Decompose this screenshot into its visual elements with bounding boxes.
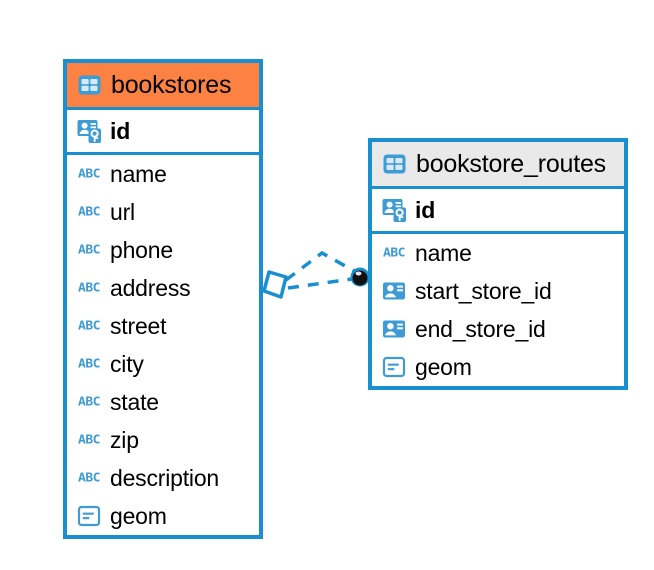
field-row-description[interactable]: ABC description <box>67 459 259 497</box>
field-row-state[interactable]: ABC state <box>67 383 259 421</box>
text-field-icon: ABC <box>78 243 100 257</box>
primary-key-icon <box>381 197 407 223</box>
field-label-name: name <box>110 160 167 187</box>
entity-header-bookstore-routes[interactable]: bookstore_routes <box>372 142 624 186</box>
text-field-icon: ABC <box>78 205 100 219</box>
field-label-geom: geom <box>110 502 167 529</box>
field-label-zip: zip <box>110 426 139 453</box>
circle-endpoint-highlight <box>355 271 362 276</box>
text-field-icon: ABC <box>78 433 100 447</box>
field-label-start-store-id: start_store_id <box>415 277 552 304</box>
primary-key-section-bookstore-routes: id <box>372 186 624 234</box>
field-row-address[interactable]: ABC address <box>67 269 259 307</box>
field-label-id: id <box>415 196 436 223</box>
geometry-field-icon <box>381 354 407 380</box>
field-label-description: description <box>110 464 220 491</box>
field-row-end-store-id[interactable]: end_store_id <box>372 310 624 348</box>
entity-title-bookstore-routes: bookstore_routes <box>416 149 606 178</box>
field-row-url[interactable]: ABC url <box>67 193 259 231</box>
foreign-key-icon <box>381 316 407 342</box>
field-label-phone: phone <box>110 236 173 263</box>
circle-endpoint-fill <box>352 270 368 286</box>
entity-table-bookstores[interactable]: bookstores id <box>63 59 263 539</box>
table-icon <box>381 151 407 177</box>
field-row-zip[interactable]: ABC zip <box>67 421 259 459</box>
field-label-id: id <box>110 117 131 144</box>
text-field-icon: ABC <box>78 395 100 409</box>
entity-table-bookstore-routes[interactable]: bookstore_routes <box>368 138 628 390</box>
field-label-city: city <box>110 350 144 377</box>
field-row-name[interactable]: ABC name <box>372 234 624 272</box>
text-field-icon: ABC <box>78 281 100 295</box>
text-field-icon: ABC <box>78 319 100 333</box>
field-label-state: state <box>110 388 159 415</box>
text-field-icon: ABC <box>78 167 100 181</box>
entity-header-bookstores[interactable]: bookstores <box>67 63 259 107</box>
relationship-line-upper <box>284 250 357 282</box>
field-row-name[interactable]: ABC name <box>67 155 259 193</box>
field-list-bookstores: ABC name ABC url ABC phone ABC <box>67 155 259 535</box>
field-label-address: address <box>110 274 191 301</box>
field-row-geom[interactable]: geom <box>372 348 624 386</box>
field-row-phone[interactable]: ABC phone <box>67 231 259 269</box>
field-label-geom: geom <box>415 353 472 380</box>
primary-key-section-bookstores: id <box>67 107 259 155</box>
field-label-street: street <box>110 312 167 339</box>
table-icon <box>76 72 102 98</box>
diamond-endpoint-icon <box>262 270 288 299</box>
geometry-field-icon <box>76 503 102 529</box>
circle-endpoint-rim <box>350 267 370 287</box>
field-row-id[interactable]: id <box>372 189 624 231</box>
field-label-name: name <box>415 239 472 266</box>
field-label-url: url <box>110 198 135 225</box>
text-field-icon: ABC <box>383 246 405 260</box>
relationship-line-lower <box>287 277 353 290</box>
field-list-bookstore-routes: ABC name start_store_id <box>372 234 624 386</box>
entity-title-bookstores: bookstores <box>111 70 232 99</box>
primary-key-icon <box>76 118 102 144</box>
field-row-geom[interactable]: geom <box>67 497 259 535</box>
field-row-street[interactable]: ABC street <box>67 307 259 345</box>
foreign-key-icon <box>381 278 407 304</box>
field-row-start-store-id[interactable]: start_store_id <box>372 272 624 310</box>
field-label-end-store-id: end_store_id <box>415 315 546 342</box>
text-field-icon: ABC <box>78 471 100 485</box>
field-row-city[interactable]: ABC city <box>67 345 259 383</box>
text-field-icon: ABC <box>78 357 100 371</box>
field-row-id[interactable]: id <box>67 110 259 152</box>
